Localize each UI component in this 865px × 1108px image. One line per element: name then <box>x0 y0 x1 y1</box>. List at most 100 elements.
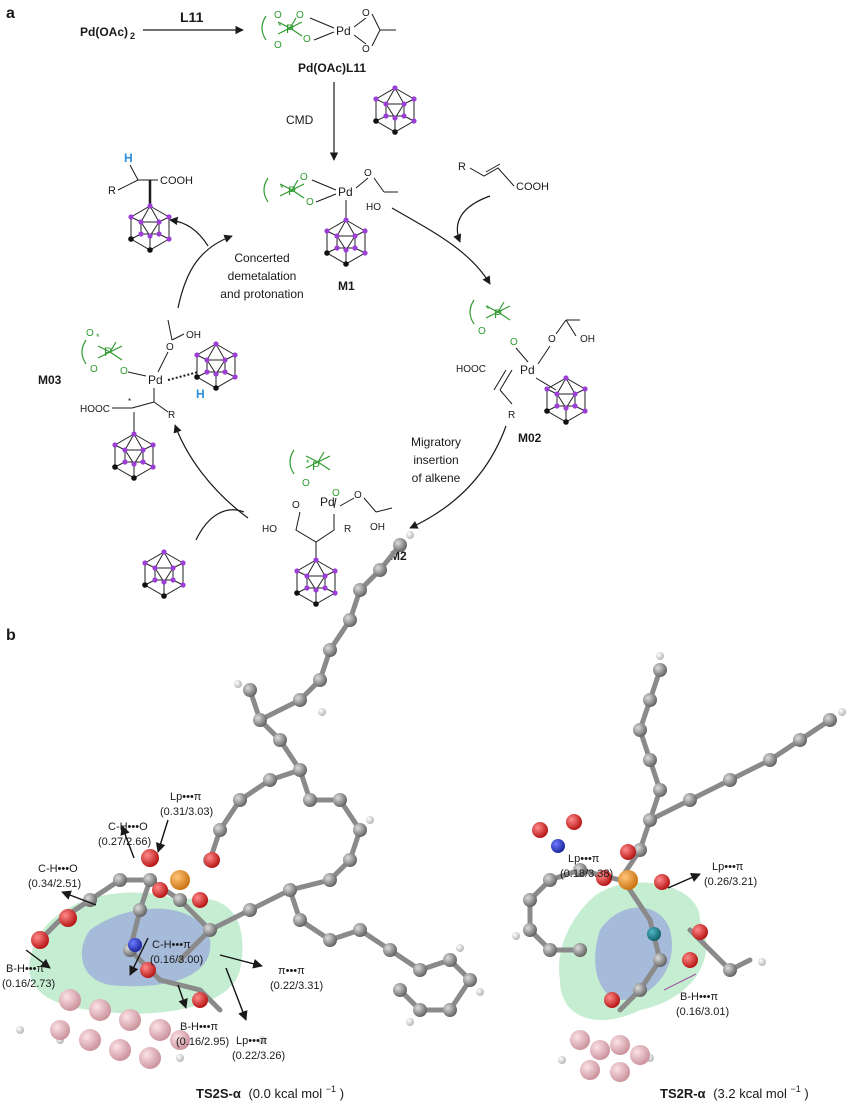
nitrogen-atom <box>128 938 142 952</box>
svg-text:(0.16/2.95): (0.16/2.95) <box>176 1036 229 1048</box>
right-interaction-labels: Lp•••π (0.18/3.38) Lp•••π (0.26/3.21) B-… <box>560 853 757 1018</box>
ts2s-alpha-structure <box>16 531 484 1069</box>
svg-text:*: * <box>486 304 490 314</box>
svg-text:H: H <box>124 151 133 165</box>
svg-text:O: O <box>478 326 486 337</box>
svg-text:Lp•••π: Lp•••π <box>236 1035 268 1047</box>
svg-text:R: R <box>168 410 175 421</box>
panel-a-letter: a <box>6 5 15 22</box>
carbon-atoms <box>83 538 477 1017</box>
complex-pd-oac-l11: * P O O O O Pd O O Pd(OAc)L11 <box>261 8 396 75</box>
svg-text:P: P <box>286 22 294 36</box>
step-demet-line3: and protonation <box>220 287 303 301</box>
ligand-label: L11 <box>180 9 204 25</box>
svg-text:Lp•••π: Lp•••π <box>712 861 744 873</box>
svg-text:OH: OH <box>580 334 595 345</box>
start-reagent: Pd(OAc) <box>80 25 128 39</box>
svg-text:OH: OH <box>186 330 201 341</box>
svg-text:(0.31/3.03): (0.31/3.03) <box>160 806 213 818</box>
left-interaction-labels: Lp•••π (0.31/3.03) C-H•••O (0.27/2.66) C… <box>2 791 323 1062</box>
svg-text:*: * <box>278 21 282 31</box>
step-demet-line1: Concerted <box>234 251 289 265</box>
svg-text:P: P <box>494 307 502 321</box>
intermediate-m2: * P O O Pd O HO R O OH M2 <box>262 449 407 608</box>
svg-text:R: R <box>108 185 116 197</box>
svg-text:OH: OH <box>370 522 385 533</box>
carborane-reagent-icon <box>372 84 418 136</box>
complex-label: Pd(OAc)L11 <box>298 61 366 75</box>
intermediate-m03: * P O O O Pd O OH H M03 HOOC R * <box>38 319 239 482</box>
ts2r-alpha-structure <box>512 652 846 1082</box>
svg-text:O: O <box>510 337 518 348</box>
svg-text:C-H•••O: C-H•••O <box>108 821 148 833</box>
svg-text:O: O <box>86 328 94 339</box>
svg-text:Lp•••π: Lp•••π <box>568 853 600 865</box>
svg-text:(0.16/3.00): (0.16/3.00) <box>150 954 203 966</box>
interaction-arrows-left <box>25 819 263 1021</box>
svg-text:Pd: Pd <box>148 373 163 387</box>
svg-text:O: O <box>90 364 98 375</box>
svg-text:H: H <box>196 387 205 401</box>
svg-text:HO: HO <box>262 524 277 535</box>
arrow-alkene-in <box>453 195 491 243</box>
svg-text:C-H•••π: C-H•••π <box>152 939 191 951</box>
svg-text:O: O <box>354 490 362 501</box>
arrow-cage-in <box>195 509 245 541</box>
arrow-m2-to-m03 <box>173 424 249 519</box>
svg-text:O: O <box>302 478 310 489</box>
start-reagent-subscript: 2 <box>130 31 135 41</box>
svg-text:B-H•••π: B-H•••π <box>180 1021 218 1033</box>
svg-text:HO: HO <box>366 202 381 213</box>
svg-text:HOOC: HOOC <box>456 364 486 375</box>
svg-text:O: O <box>364 168 372 179</box>
svg-text:O: O <box>362 44 370 55</box>
svg-text:π•••π: π•••π <box>278 965 305 977</box>
svg-text:Lp•••π: Lp•••π <box>170 791 202 803</box>
svg-text:(0.22/3.31): (0.22/3.31) <box>270 980 323 992</box>
svg-text:O: O <box>166 342 174 353</box>
svg-text:O: O <box>300 172 308 183</box>
step-insert-line3: of alkene <box>412 471 461 485</box>
intermediate-m1: * P O O Pd O HO M1 <box>263 168 398 293</box>
svg-text:TS2R-α (3.2 kcal mol: TS2R-α (3.2 kcal mol −1 ) <box>660 1080 809 1101</box>
svg-text:P: P <box>104 345 112 359</box>
svg-text:O: O <box>296 10 304 21</box>
svg-text:O: O <box>274 40 282 51</box>
oxygen-atoms <box>31 849 220 1008</box>
svg-text:O: O <box>292 500 300 511</box>
arrow-m02-to-m2 <box>409 425 507 529</box>
svg-text:R: R <box>344 524 351 535</box>
product-molecule: H R COOH <box>108 151 193 254</box>
svg-text:*: * <box>306 458 310 468</box>
svg-text:Pd: Pd <box>338 185 353 199</box>
svg-text:O: O <box>332 488 340 499</box>
svg-text:O: O <box>306 197 314 208</box>
svg-text:(0.18/3.38): (0.18/3.38) <box>560 868 613 880</box>
svg-text:(0.34/2.51): (0.34/2.51) <box>28 878 81 890</box>
m02-label: M02 <box>518 431 542 445</box>
caption-ts2r-alpha: TS2R-α (3.2 kcal mol −1 ) <box>660 1080 809 1101</box>
svg-text:O: O <box>303 34 311 45</box>
arrow-product-out <box>169 216 209 247</box>
svg-text:Pd: Pd <box>520 363 535 377</box>
phosphorus-atom <box>170 870 190 890</box>
svg-text:(0.27/2.66): (0.27/2.66) <box>98 836 151 848</box>
step-demet-line2: demetalation <box>228 269 297 283</box>
panel-b: b <box>2 531 846 1101</box>
svg-text:B-H•••π: B-H•••π <box>680 991 718 1003</box>
svg-text:P: P <box>288 184 296 198</box>
panel-b-letter: b <box>6 627 16 644</box>
svg-text:Pd: Pd <box>336 24 351 38</box>
svg-text:R: R <box>458 161 466 173</box>
svg-text:B-H•••π: B-H•••π <box>6 963 44 975</box>
arrow-m1-to-m02 <box>391 207 491 285</box>
arrow-m03-to-m1 <box>177 234 233 309</box>
caption-ts2s-alpha: TS2S-α (0.0 kcal mol −1 ) <box>196 1084 344 1101</box>
svg-text:*: * <box>128 397 131 406</box>
svg-text:O: O <box>120 366 128 377</box>
svg-text:*: * <box>96 332 100 342</box>
svg-text:O: O <box>548 334 556 345</box>
intermediate-m02: * P O O Pd O OH HOOC R M02 <box>456 299 595 445</box>
interaction-arrows-right <box>667 873 701 889</box>
